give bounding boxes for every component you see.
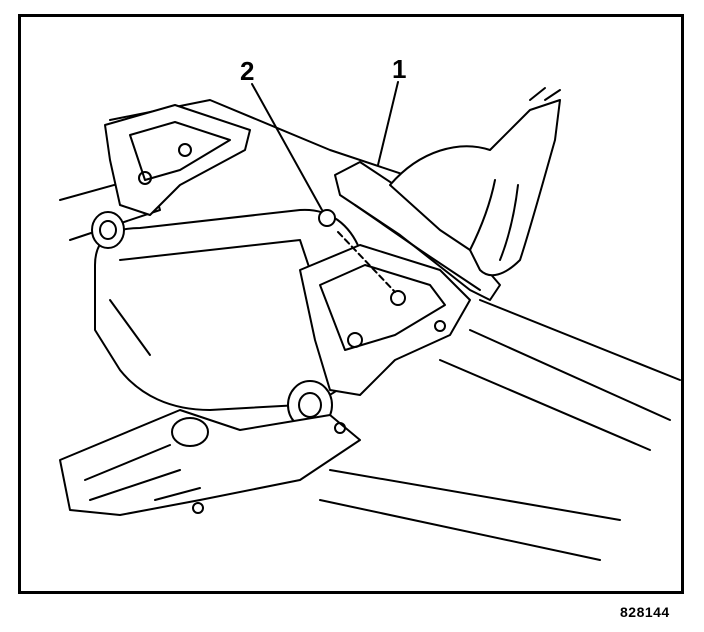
figure-number: 828144 xyxy=(620,604,670,620)
crossmember-rivet xyxy=(334,422,346,434)
mount-nut xyxy=(390,290,406,306)
lower-crossmember xyxy=(59,409,361,516)
left-mount-bracket xyxy=(104,104,251,216)
technician-hand xyxy=(389,99,561,277)
frame-rail-bottom-right xyxy=(319,469,621,561)
crossmember-hole xyxy=(171,417,209,447)
right-mount-bracket xyxy=(299,244,471,396)
callout-number-1: 1 xyxy=(392,54,407,84)
left-bushing xyxy=(91,211,125,249)
leader-line-1 xyxy=(377,81,399,166)
leader-line-2 xyxy=(251,83,323,211)
callout-2-nut xyxy=(318,209,336,227)
left-mount-nut xyxy=(138,171,152,185)
bracket-bolt-hole xyxy=(434,320,446,332)
left-mount-nut xyxy=(178,143,192,157)
leader-line-2b xyxy=(337,231,396,293)
callout-number-2: 2 xyxy=(240,56,255,86)
crossmember-rivet xyxy=(192,502,204,514)
mount-nut xyxy=(347,332,363,348)
frame-rail-right xyxy=(439,299,681,451)
